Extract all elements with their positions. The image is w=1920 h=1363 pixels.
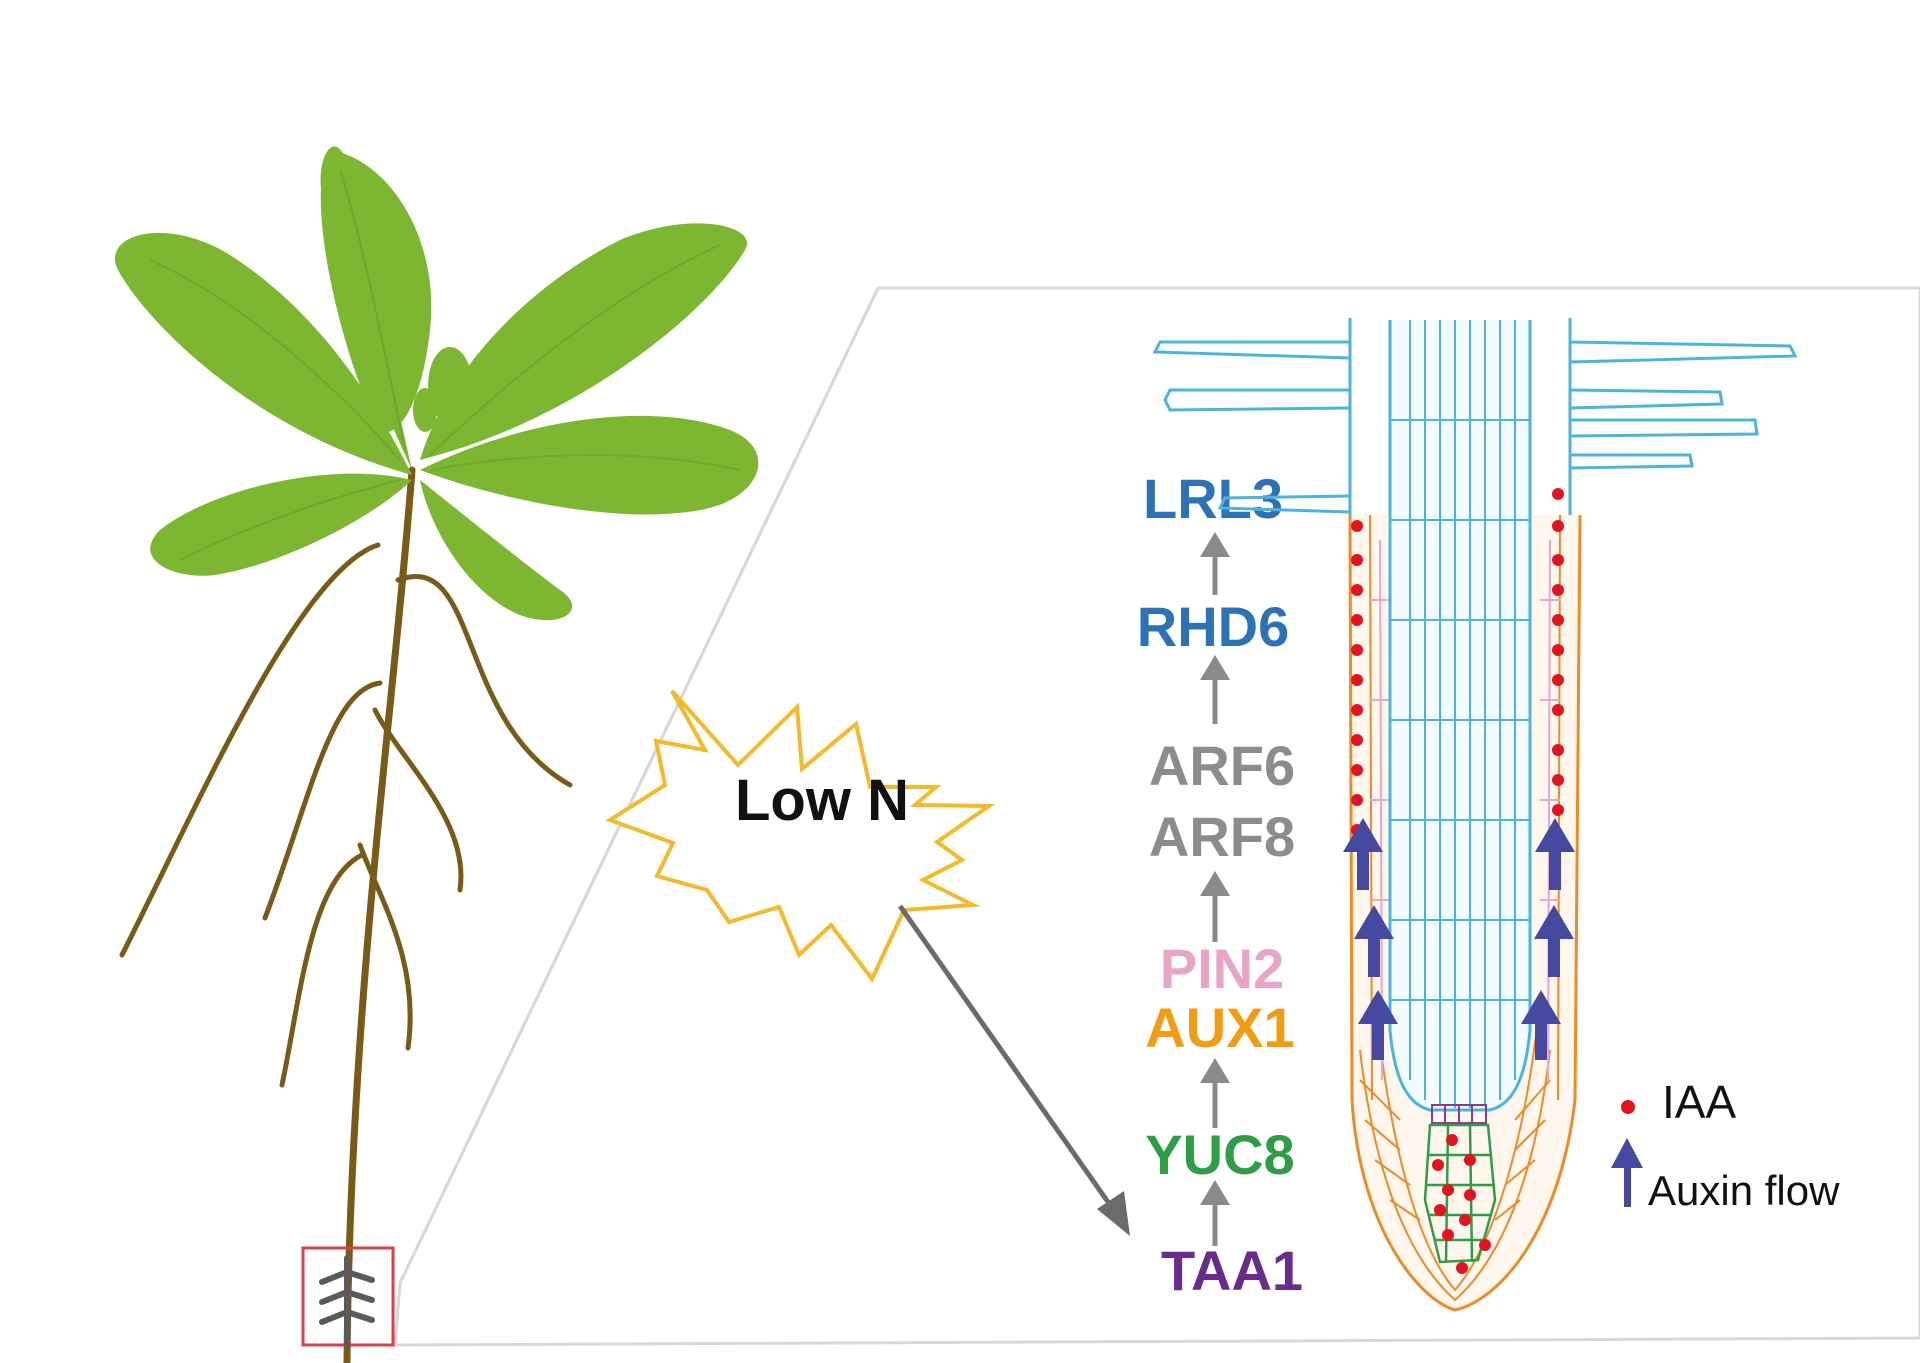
roots bbox=[119, 466, 573, 1363]
low-n-burst: Low N bbox=[605, 689, 996, 983]
auxin-arrow bbox=[1358, 990, 1398, 1060]
legend: IAA Auxin flow bbox=[1611, 1076, 1840, 1214]
zoom-box bbox=[301, 1246, 395, 1348]
gene-label-rhd6: RHD6 bbox=[1137, 595, 1289, 658]
leaves bbox=[114, 146, 759, 621]
stimulus-arrow bbox=[897, 904, 1130, 1236]
gene-label-pin2: PIN2 bbox=[1160, 937, 1285, 1000]
gene-label-taa1: TAA1 bbox=[1161, 1239, 1303, 1302]
plant-illustration bbox=[114, 146, 759, 1363]
pathway-arrow bbox=[1200, 655, 1230, 724]
leaf-veins bbox=[149, 169, 741, 561]
pathway-arrow bbox=[1200, 532, 1230, 595]
gene-label-arf8: ARF8 bbox=[1149, 805, 1295, 868]
root-tip-icon bbox=[319, 1255, 375, 1348]
auxin-arrow bbox=[1343, 818, 1383, 890]
quiescent-center bbox=[1431, 1104, 1487, 1124]
legend-iaa-dot bbox=[1621, 1100, 1635, 1114]
auxin-arrow bbox=[1535, 818, 1575, 890]
legend-label-iaa: IAA bbox=[1662, 1076, 1736, 1128]
stele-cell-files bbox=[1390, 320, 1530, 1108]
gene-label-yuc8: YUC8 bbox=[1145, 1123, 1294, 1186]
legend-label-auxin-flow: Auxin flow bbox=[1648, 1167, 1840, 1214]
pathway-arrows bbox=[1200, 532, 1230, 1246]
pathway-arrow bbox=[1200, 1180, 1230, 1246]
stimulus-label: Low N bbox=[735, 768, 909, 833]
gene-label-arf6: ARF6 bbox=[1149, 734, 1295, 797]
auxin-arrow bbox=[1521, 990, 1561, 1060]
pin2-cell-layer bbox=[1370, 539, 1560, 1081]
pathway-arrow bbox=[1200, 1058, 1230, 1128]
iaa-dots bbox=[1351, 488, 1564, 1274]
gene-label-aux1: AUX1 bbox=[1145, 996, 1294, 1059]
auxin-arrow bbox=[1534, 905, 1574, 977]
root-hairs bbox=[1152, 318, 1798, 515]
legend-auxin-arrow-icon bbox=[1611, 1138, 1643, 1207]
root-tip-illustration bbox=[1152, 318, 1798, 1312]
pathway-arrow bbox=[1200, 871, 1230, 942]
auxin-flow-arrows bbox=[1343, 818, 1575, 1060]
auxin-arrow bbox=[1354, 905, 1394, 977]
